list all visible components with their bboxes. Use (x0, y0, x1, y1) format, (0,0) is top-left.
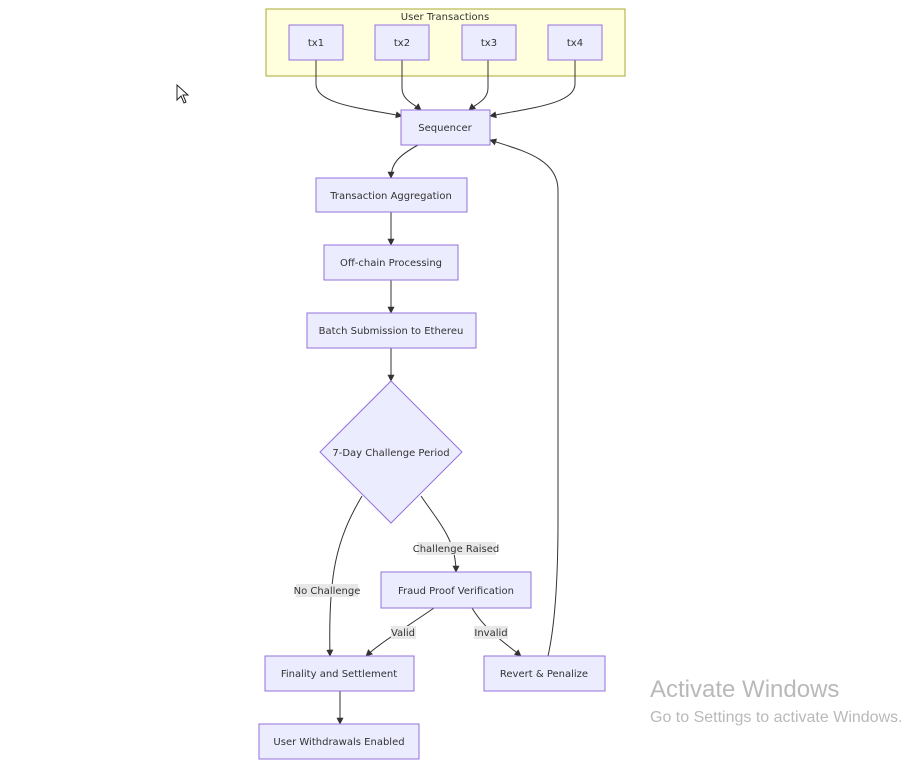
edge-tx4-sequencer (489, 60, 576, 119)
activate-windows-subtitle: Go to Settings to activate Windows. (650, 709, 901, 726)
edge-tx2-sequencer (401, 60, 422, 111)
cluster-title: User Transactions (401, 12, 489, 23)
node-batch-submission: Batch Submission to Ethereu (306, 312, 477, 349)
edge-tx1-sequencer (315, 60, 403, 119)
node-tx3: tx3 (461, 24, 517, 61)
node-offchain-processing: Off-chain Processing (323, 244, 459, 281)
svg-text:Revert & Penalize: Revert & Penalize (500, 669, 588, 680)
node-tx1: tx1 (288, 24, 344, 61)
edge-revert-sequencer (489, 138, 559, 657)
svg-text:tx3: tx3 (481, 38, 497, 49)
edge-label-invalid: Invalid (474, 626, 508, 639)
edge-label-valid: Valid (391, 626, 416, 639)
edge-tx3-sequencer (468, 60, 489, 111)
svg-text:Finality and Settlement: Finality and Settlement (281, 669, 397, 680)
svg-text:User Withdrawals Enabled: User Withdrawals Enabled (273, 737, 404, 748)
node-fraud-proof-verification: Fraud Proof Verification (380, 571, 532, 609)
svg-text:tx4: tx4 (567, 38, 583, 49)
svg-text:Off-chain Processing: Off-chain Processing (340, 258, 442, 269)
svg-text:Batch Submission to Ethereu: Batch Submission to Ethereu (319, 326, 464, 337)
node-revert-penalize: Revert & Penalize (483, 655, 606, 692)
edge-sequencer-aggregation (387, 144, 419, 179)
node-challenge-period: 7-Day Challenge Period (319, 380, 463, 524)
svg-text:Sequencer: Sequencer (418, 123, 472, 134)
svg-text:tx2: tx2 (394, 38, 410, 49)
activate-windows-title: Activate Windows (650, 676, 840, 703)
svg-text:No Challenge: No Challenge (294, 586, 361, 597)
node-user-withdrawals: User Withdrawals Enabled (258, 723, 420, 760)
edges (315, 60, 576, 725)
node-tx2: tx2 (374, 24, 430, 61)
node-transaction-aggregation: Transaction Aggregation (315, 177, 468, 213)
edge-challenge-finality (326, 495, 363, 657)
mouse-pointer-icon (176, 83, 190, 108)
node-sequencer: Sequencer (400, 109, 491, 146)
svg-text:7-Day Challenge Period: 7-Day Challenge Period (332, 448, 449, 459)
svg-text:Fraud Proof Verification: Fraud Proof Verification (398, 586, 514, 597)
edge-label-no-challenge: No Challenge (294, 584, 361, 597)
edge-challenge-fraudproof (420, 495, 460, 573)
svg-text:Transaction Aggregation: Transaction Aggregation (329, 191, 452, 202)
svg-text:Invalid: Invalid (474, 628, 507, 639)
svg-text:Challenge Raised: Challenge Raised (413, 544, 500, 555)
node-tx4: tx4 (547, 24, 603, 61)
edge-label-challenge-raised: Challenge Raised (413, 542, 500, 555)
svg-text:tx1: tx1 (308, 38, 324, 49)
svg-text:Valid: Valid (391, 628, 415, 639)
node-finality-settlement: Finality and Settlement (264, 655, 415, 692)
